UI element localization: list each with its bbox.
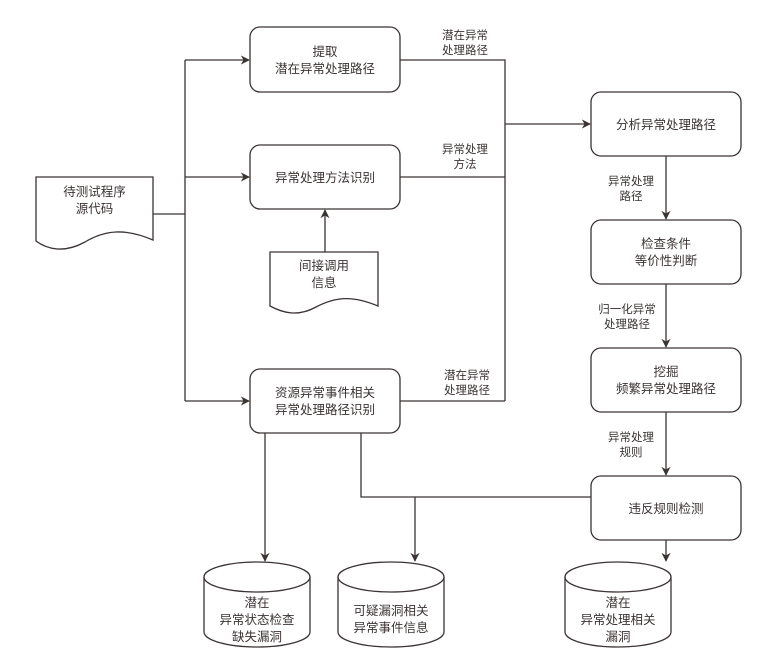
edge-label-check-to-mine: 归一化异常 处理路径 — [590, 302, 664, 332]
edge-label-mine-to-detect-line-1: 异常处理 — [608, 430, 654, 444]
resource-event-label: 资源异常事件相关 异常处理路径识别 — [250, 369, 400, 433]
edge-label-analyze-to-check: 异常处理 路径 — [598, 174, 664, 204]
edge-label-check-to-mine-line-1: 归一化异常 — [598, 302, 656, 316]
indirect-call-line-2: 信息 — [311, 275, 337, 290]
edge-label-handler-out-line-1: 异常处理 — [442, 142, 488, 156]
db-handling-vuln-line-2: 异常处理相关 — [580, 611, 656, 627]
edge-label-resource-out-line-1: 潜在异常 — [444, 368, 490, 382]
db-handling-vuln-shape — [564, 561, 672, 648]
edge-extract-out — [400, 59, 506, 401]
handler-identify-line-1: 异常处理方法识别 — [274, 169, 375, 185]
edge-label-analyze-to-check-line-1: 异常处理 — [608, 174, 654, 188]
db-missing-check-line-1: 潜在 — [244, 594, 270, 610]
indirect-call-label: 间接调用 信息 — [270, 254, 378, 294]
source-code-line-2: 源代码 — [75, 201, 114, 216]
extract-paths-label: 提取 潜在异常处理路径 — [250, 27, 400, 92]
db-suspicious-event-line-1: 可疑漏洞相关 — [353, 603, 429, 618]
edge-label-handler-out-line-2: 方法 — [453, 157, 477, 171]
handler-identify-label: 异常处理方法识别 — [250, 145, 400, 209]
db-missing-check-shape — [203, 561, 311, 648]
edge-label-check-to-mine-line-2: 处理路径 — [604, 317, 650, 331]
db-missing-check-label: 潜在 异常状态检查 缺失漏洞 — [204, 594, 310, 644]
analyze-paths-label: 分析异常处理路径 — [591, 92, 741, 156]
condition-check-label: 检查条件 等价性判断 — [591, 220, 741, 284]
db-suspicious-event-shape — [337, 561, 445, 648]
db-handling-vuln-label: 潜在 异常处理相关 漏洞 — [565, 594, 671, 644]
source-code-document-shape — [35, 176, 154, 250]
condition-check-line-1: 检查条件 — [640, 236, 691, 251]
edge-label-extract-out-line-1: 潜在异常 — [442, 28, 488, 42]
edge-label-handler-out: 异常处理 方法 — [432, 142, 498, 172]
edge-label-resource-out-line-2: 处理路径 — [444, 383, 490, 397]
mine-frequent-label: 挖掘 频繁异常处理路径 — [591, 348, 741, 412]
edge-label-resource-out: 潜在异常 处理路径 — [434, 368, 500, 398]
db-handling-vuln-line-3: 漏洞 — [605, 628, 631, 644]
db-suspicious-event-line-2: 异常事件信息 — [353, 620, 429, 635]
extract-paths-line-1: 提取 — [312, 43, 338, 59]
mine-frequent-line-1: 挖掘 — [653, 364, 679, 379]
mine-frequent-line-2: 频繁异常处理路径 — [615, 381, 716, 396]
edge-label-mine-to-detect: 异常处理 规则 — [598, 430, 664, 460]
db-missing-check-line-2: 异常状态检查 — [219, 611, 295, 627]
indirect-call-document-shape — [269, 251, 379, 314]
indirect-call-line-1: 间接调用 — [298, 258, 349, 273]
condition-check-line-2: 等价性判断 — [634, 253, 698, 268]
source-code-label: 待测试程序 源代码 — [36, 180, 153, 220]
edge-label-extract-out: 潜在异常 处理路径 — [432, 28, 498, 58]
db-handling-vuln-line-1: 潜在 — [605, 594, 631, 610]
source-code-line-1: 待测试程序 — [63, 184, 126, 199]
edge-label-analyze-to-check-line-2: 路径 — [619, 189, 643, 203]
violation-detect-line-1: 违反规则检测 — [628, 500, 704, 516]
analyze-paths-line-1: 分析异常处理路径 — [615, 116, 716, 132]
resource-event-line-2: 异常处理路径识别 — [274, 402, 375, 417]
edge-label-extract-out-line-2: 处理路径 — [442, 43, 488, 57]
edge-resource-to-join — [360, 433, 591, 498]
db-missing-check-line-3: 缺失漏洞 — [231, 628, 282, 644]
edge-label-mine-to-detect-line-2: 规则 — [619, 445, 643, 459]
violation-detect-label: 违反规则检测 — [591, 476, 741, 540]
extract-paths-line-2: 潜在异常处理路径 — [274, 60, 375, 76]
db-suspicious-event-label: 可疑漏洞相关 异常事件信息 — [338, 594, 444, 644]
resource-event-line-1: 资源异常事件相关 — [274, 385, 375, 400]
